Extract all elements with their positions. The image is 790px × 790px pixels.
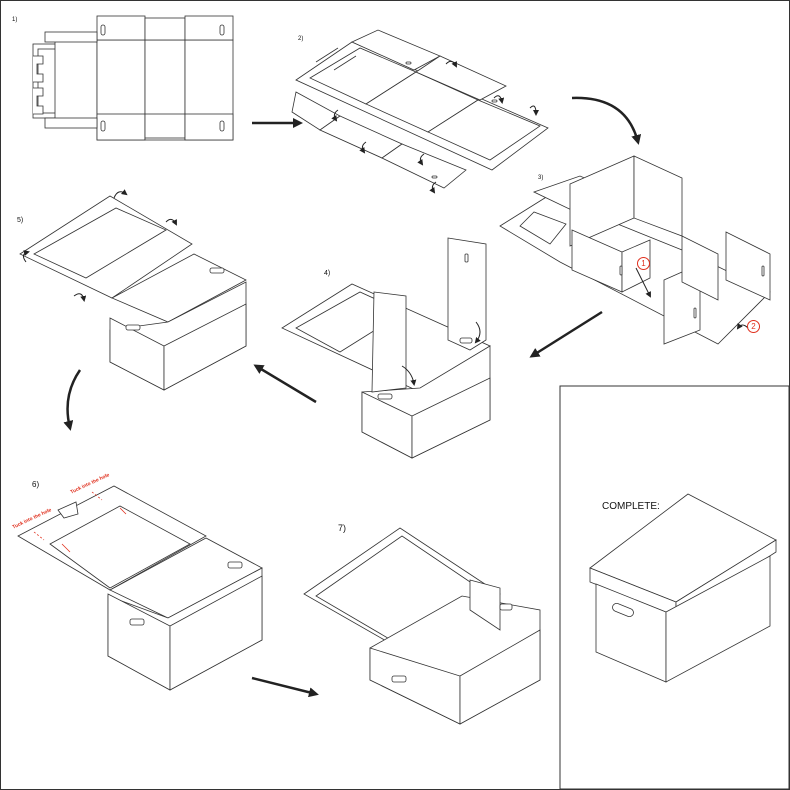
step-4-label: 4) [324,270,331,277]
step-2-fold-arrows [331,60,539,194]
step-4-fold-arrows [401,321,481,386]
step-5-box-lid-fold [19,195,247,391]
step-2-label: 2) [298,36,304,42]
step-1-label: 1) [12,17,18,23]
step-5-fold-arrows [22,189,177,302]
step-7-label: 7) [338,523,347,533]
step-6-tuck-marks [33,491,127,553]
step-3-raise-walls [499,155,771,345]
step-3-marker-2: 2 [747,320,760,333]
complete-title: COMPLETE: [602,501,660,512]
step-5-label: 5) [17,217,24,224]
arrow-step3-to-step4 [529,310,603,358]
step-6-label: 6) [32,480,40,489]
complete-closed-box [589,493,777,683]
arrow-step4-to-step5 [253,364,317,404]
step-2-fold-blank [291,29,549,189]
step-7-box-open-lid [303,527,541,725]
step-6-tuck-tabs [17,485,263,691]
arrow-step6-to-step7 [251,676,319,698]
step-4-box-with-inner-panels [281,237,491,459]
step-3-marker-1: 1 [637,257,650,270]
arrow-step2-to-step3 [571,96,642,145]
arrow-step5-to-step6 [63,369,82,431]
step-1-flat-blank [32,15,234,141]
step-3-label: 3) [538,175,544,181]
